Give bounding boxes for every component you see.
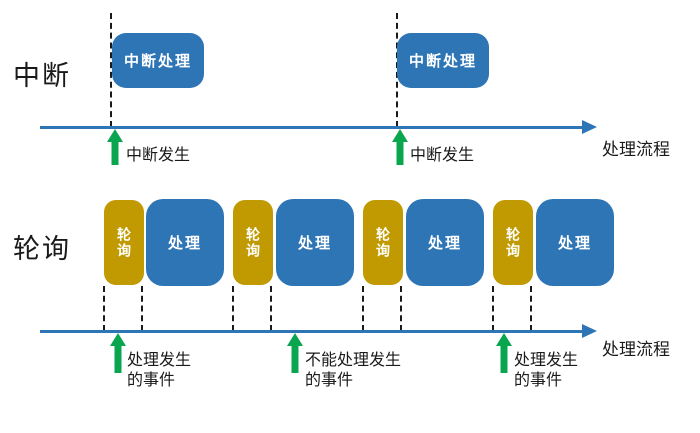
polling-event-label: 不能处理发生 的事件 — [305, 351, 401, 391]
green-up-arrow-icon — [496, 333, 512, 373]
process-box-label: 处理 — [297, 235, 332, 252]
interrupt-occurred-label: 中断发生 — [410, 147, 475, 164]
poll-window-dashed-line — [492, 286, 494, 331]
polling-event-label-line1: 不能处理发生 — [305, 352, 402, 369]
poll-window-dashed-line — [362, 286, 364, 331]
process-box-label: 处理 — [167, 235, 202, 252]
green-up-arrow-icon — [392, 129, 408, 165]
process-box: 处理 — [406, 199, 484, 286]
poll-box: 轮询 — [493, 200, 533, 285]
interrupt-occurred-label: 中断发生 — [126, 147, 191, 164]
interrupt-handler-box: 中断处理 — [397, 33, 489, 88]
process-box-label: 处理 — [427, 235, 462, 252]
polling-timeline — [40, 324, 597, 338]
process-box-label: 处理 — [557, 235, 592, 252]
poll-box: 轮询 — [233, 200, 273, 285]
poll-window-dashed-line — [400, 286, 402, 331]
poll-box-label: 轮询 — [245, 226, 261, 259]
process-box: 处理 — [146, 199, 224, 286]
polling-flow-label: 处理流程 — [602, 340, 670, 359]
poll-window-dashed-line — [103, 286, 105, 331]
polling-event-label-line1: 处理发生 — [127, 352, 192, 369]
polling-event-label-line2: 的事件 — [514, 372, 563, 389]
interrupt-flow-label: 处理流程 — [602, 140, 670, 159]
poll-box-label: 轮询 — [375, 226, 391, 259]
polling-event-label-line1: 处理发生 — [514, 352, 579, 369]
poll-window-dashed-line — [270, 286, 272, 331]
polling-event-label: 处理发生 的事件 — [514, 351, 578, 391]
poll-box-label: 轮询 — [116, 226, 132, 259]
polling-section-label: 轮询 — [13, 234, 71, 264]
polling-event-label-line2: 的事件 — [127, 372, 176, 389]
interrupt-handler-box-label: 中断处理 — [408, 53, 477, 70]
interrupt-event-dashed-line — [110, 13, 112, 127]
interrupt-handler-box: 中断处理 — [112, 33, 204, 88]
poll-box: 轮询 — [104, 200, 144, 285]
timeline-arrowhead-icon — [582, 324, 597, 338]
green-up-arrow-icon — [287, 333, 303, 373]
green-up-arrow-icon — [107, 129, 123, 165]
process-box: 处理 — [536, 199, 614, 286]
interrupt-timeline — [40, 120, 597, 134]
poll-window-dashed-line — [530, 286, 532, 331]
interrupt-section-label: 中断 — [13, 61, 71, 91]
poll-box: 轮询 — [363, 200, 403, 285]
timeline-arrowhead-icon — [582, 120, 597, 134]
polling-event-label: 处理发生 的事件 — [127, 351, 191, 391]
poll-window-dashed-line — [141, 286, 143, 331]
polling-event-label-line2: 的事件 — [305, 372, 354, 389]
poll-window-dashed-line — [232, 286, 234, 331]
process-box: 处理 — [276, 199, 354, 286]
poll-box-label: 轮询 — [505, 226, 521, 259]
green-up-arrow-icon — [110, 333, 126, 373]
interrupt-handler-box-label: 中断处理 — [123, 53, 192, 70]
